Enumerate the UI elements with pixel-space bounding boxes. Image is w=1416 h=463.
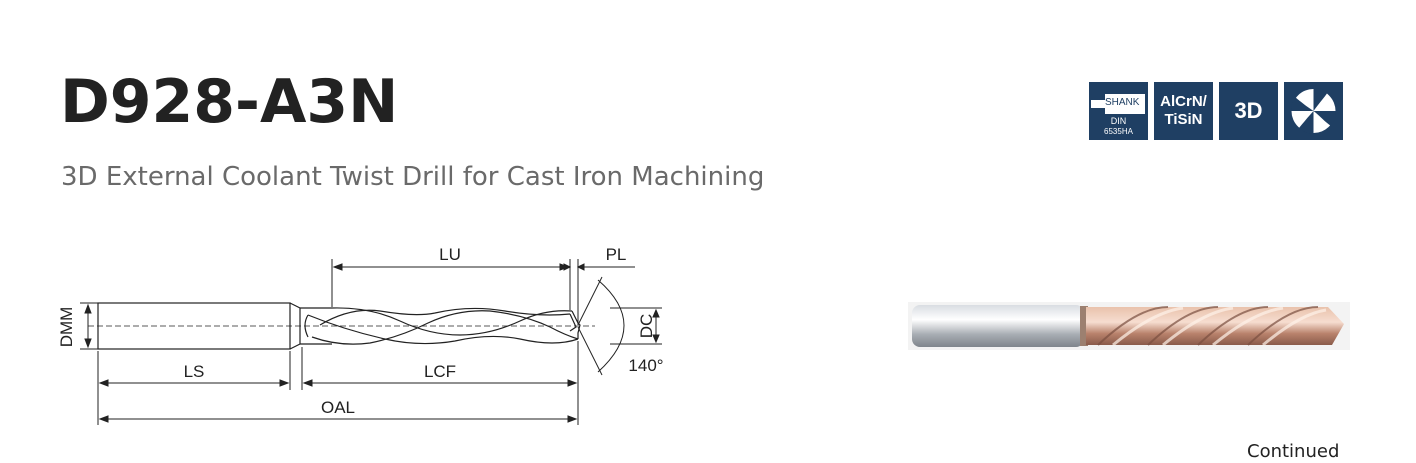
coating-badge: AlCrN/ TiSiN [1154,82,1213,140]
drill-technical-drawing: LU PL DMM DC LS LCF OAL 140° [57,245,664,425]
pl-label: PL [606,245,627,264]
oal-label: OAL [321,398,355,417]
lu-label: LU [439,245,461,264]
dc-label: DC [637,314,656,339]
ls-label: LS [184,362,205,381]
shank-label: SHANK [1105,97,1140,108]
angle-label: 140° [628,356,663,375]
drill-photo [908,302,1350,350]
product-description: 3D External Coolant Twist Drill for Cast… [61,162,765,192]
depth-badge: 3D [1219,82,1278,140]
dmm-label: DMM [57,307,76,348]
depth-label: 3D [1234,98,1263,123]
shank-badge: SHANK DIN 6535HA [1089,82,1148,140]
shank-standard: DIN [1110,116,1127,126]
shank-code: 6535HA [1104,127,1133,136]
continued-note: Continued [1247,441,1340,462]
product-code: D928-A3N [60,67,399,137]
flute-badge [1284,82,1343,140]
lcf-label: LCF [424,362,456,381]
shank-icon [1091,94,1145,114]
coating-line-2: TiSiN [1164,111,1203,128]
coolant-flute-icon [1290,87,1337,134]
coating-line-1: AlCrN/ [1160,93,1207,110]
